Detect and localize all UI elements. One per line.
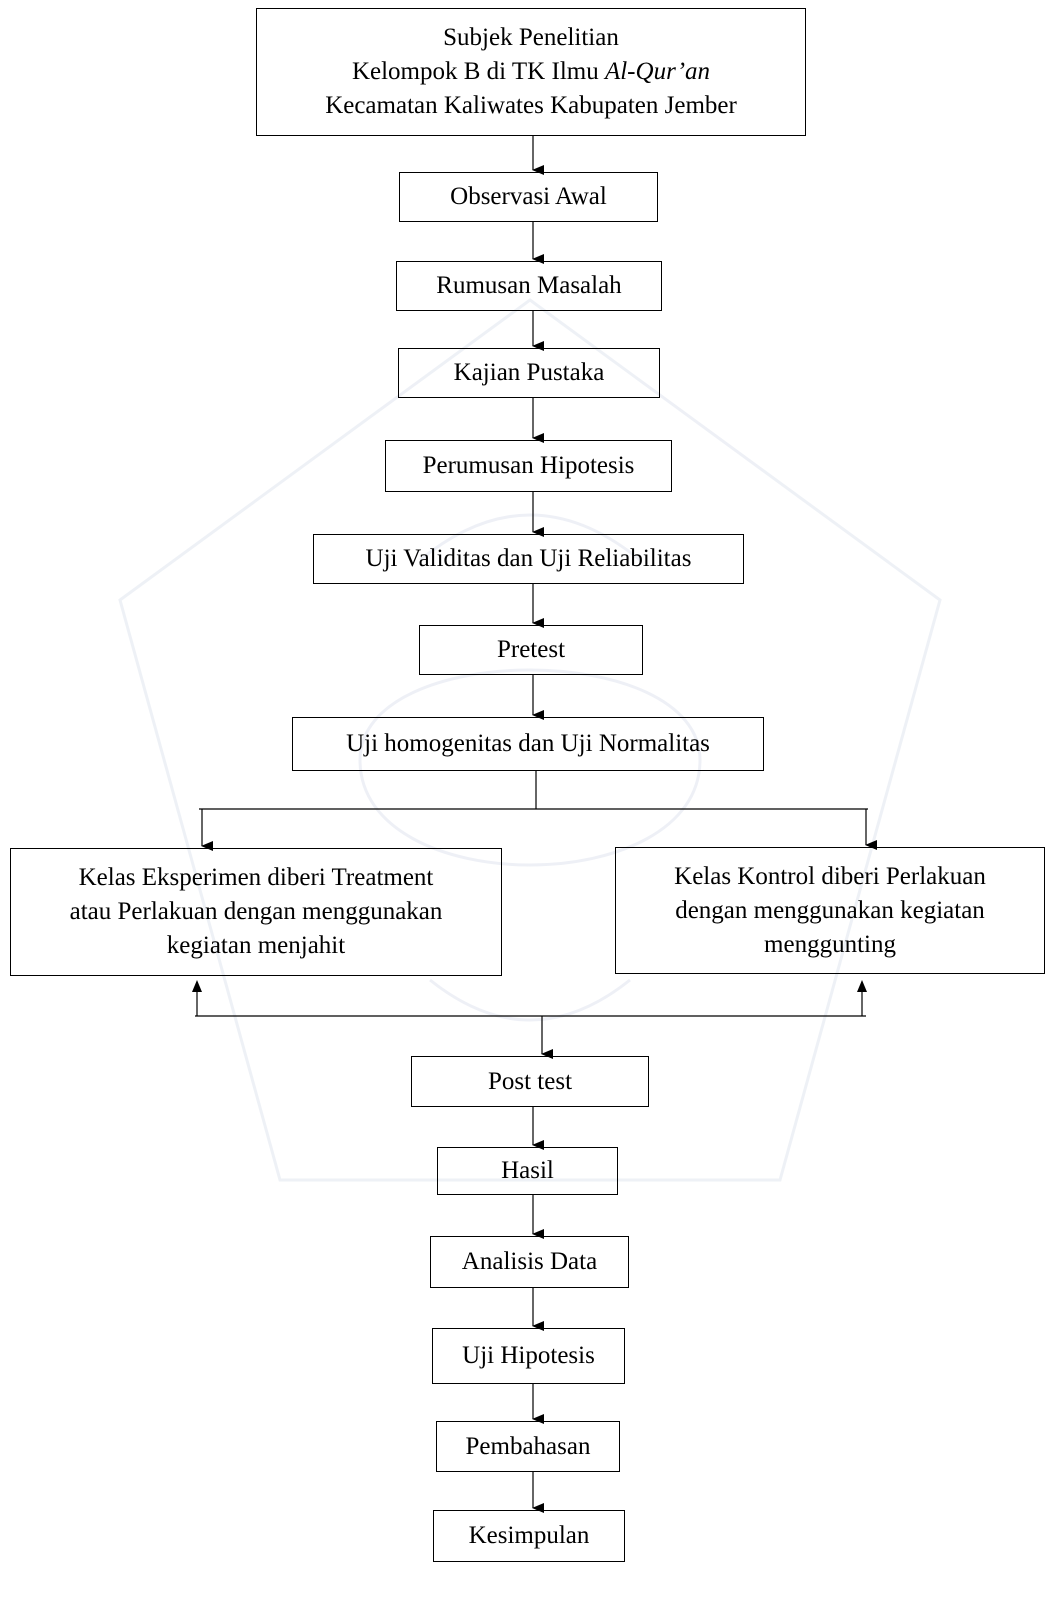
box-kajian-pustaka: Kajian Pustaka: [398, 348, 660, 398]
box-rumusan-masalah: Rumusan Masalah: [396, 261, 662, 311]
box-kelas-eksperimen: Kelas Eksperimen diberi Treatment atau P…: [10, 848, 502, 976]
box-analisis-data: Analisis Data: [430, 1236, 629, 1288]
box-kesimpulan: Kesimpulan: [433, 1510, 625, 1562]
subjek-line2: Kelompok B di TK Ilmu Al-Qur’an: [351, 58, 711, 85]
merge-right-arrowhead-icon: [857, 980, 867, 992]
box-uji-hipotesis: Uji Hipotesis: [432, 1328, 625, 1384]
box-uji-homogenitas-normalitas: Uji homogenitas dan Uji Normalitas: [292, 717, 764, 771]
box-observasi-awal: Observasi Awal: [399, 172, 658, 222]
box-pembahasan: Pembahasan: [436, 1421, 620, 1472]
box-kelas-kontrol: Kelas Kontrol diberi Perlakuan dengan me…: [615, 847, 1045, 974]
box-hasil: Hasil: [437, 1147, 618, 1195]
subjek-line3: Kecamatan Kaliwates Kabupaten Jember: [325, 92, 737, 119]
box-pretest: Pretest: [419, 625, 643, 675]
box-uji-validitas-reliabilitas: Uji Validitas dan Uji Reliabilitas: [313, 534, 744, 584]
merge-left-arrowhead-icon: [192, 980, 202, 992]
box-perumusan-hipotesis: Perumusan Hipotesis: [385, 440, 672, 492]
subjek-line1: Subjek Penelitian: [443, 24, 619, 51]
box-subjek-penelitian: Subjek Penelitian Kelompok B di TK Ilmu …: [256, 8, 806, 136]
box-post-test: Post test: [411, 1056, 649, 1107]
